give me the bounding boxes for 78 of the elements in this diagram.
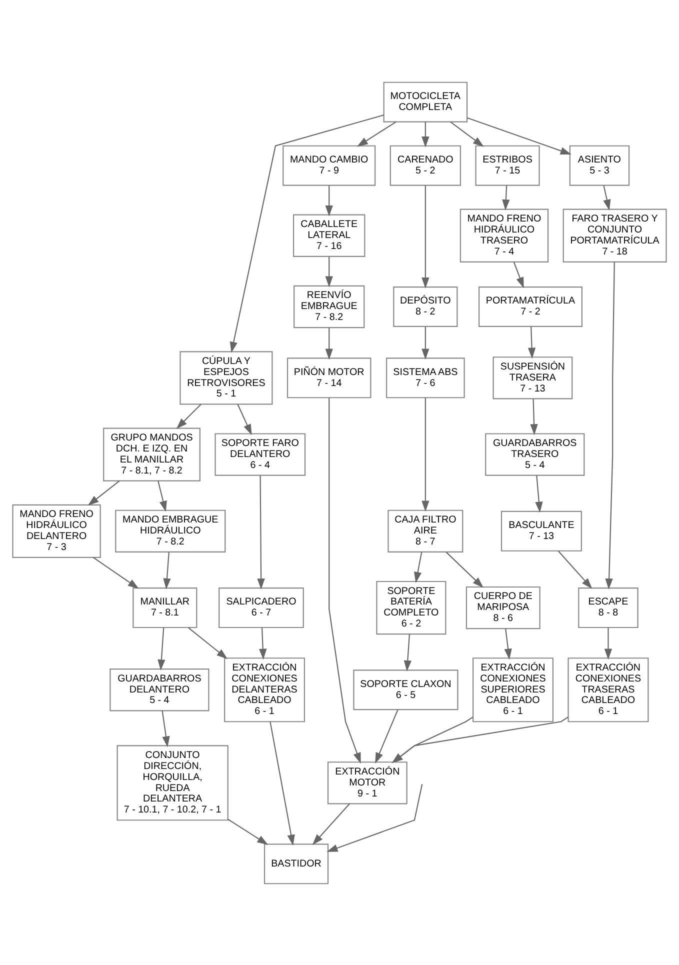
- arrow: [605, 262, 615, 590]
- node-box: REENVÍO EMBRAGUE 7 - 8.2: [294, 284, 365, 328]
- arrow: [158, 627, 166, 670]
- arrow: [325, 185, 333, 216]
- arrow: [92, 556, 139, 588]
- arrow: [237, 403, 252, 435]
- node-box: MANILLAR 7 - 8.1: [132, 587, 198, 628]
- arrow: [446, 551, 484, 588]
- node-box: MANDO FRENO HIDRÁULICO DELANTERO 7 - 3: [12, 504, 101, 558]
- arrow: [530, 398, 538, 435]
- arrow: [414, 552, 422, 582]
- arrow: [604, 627, 612, 660]
- node-box: ESCAPE 8 - 8: [578, 587, 638, 628]
- arrow: [325, 327, 333, 360]
- node-box: PORTAMATRÍCULA 7 - 2: [478, 286, 582, 327]
- node-box: BASTIDOR: [264, 843, 329, 884]
- arrow: [162, 710, 170, 747]
- arrow: [504, 628, 512, 660]
- arrow: [228, 818, 268, 844]
- arrow: [230, 114, 384, 352]
- node-box: SOPORTE CLAXON 6 - 5: [353, 669, 458, 710]
- node-box: GUARDABARROS TRASERO 5 - 4: [485, 432, 585, 476]
- node-box: BASCULANTE 7 - 13: [500, 510, 582, 551]
- node-box: SOPORTE FARO DELANTERO 6 - 4: [214, 432, 306, 476]
- node-box: CUERPO DE MARIPOSA 8 - 6: [466, 586, 540, 629]
- arrow: [326, 784, 423, 852]
- arrow: [188, 626, 228, 659]
- node-box: SOPORTE BATERÍA COMPLETO 6 - 2: [376, 580, 446, 634]
- arrow: [176, 403, 202, 428]
- arrow: [257, 474, 265, 590]
- arrow: [513, 261, 524, 288]
- arrow: [450, 120, 484, 146]
- arrow: [422, 184, 430, 288]
- arrow: [158, 480, 167, 512]
- node-box: FARO TRASERO Y CONJUNTO PORTAMATRÍCULA 7 - 18: [562, 208, 667, 262]
- node-box: MOTOCICLETA COMPLETA: [383, 81, 468, 122]
- arrow: [270, 721, 295, 846]
- node-box: EXTRACCIÓN CONEXIONES TRASERAS CABLEADO 6 - 1: [568, 657, 649, 722]
- arrow: [392, 716, 568, 763]
- arrow: [502, 185, 510, 210]
- node-box: SUSPENSIÓN TRASERA 7 - 13: [492, 356, 573, 399]
- arrow: [558, 550, 592, 588]
- node-box: ESTRIBOS 7 - 15: [475, 144, 540, 186]
- node-box: CAJA FILTRO AIRE 8 - 7: [388, 509, 464, 552]
- arrow: [356, 120, 396, 146]
- node-box: DEPÓSITO 8 - 2: [393, 286, 458, 327]
- node-box: CARENADO 5 - 2: [390, 144, 461, 186]
- arrow: [312, 803, 350, 844]
- node-box: MANDO FRENO HIDRÁULICO TRASERO 7 - 4: [460, 208, 549, 262]
- arrow: [375, 709, 398, 764]
- node-box: CABALLETE LATERAL 7 - 16: [292, 214, 366, 256]
- arrow: [467, 116, 572, 154]
- node-box: PIÑÓN MOTOR 7 - 14: [286, 357, 372, 398]
- arrow: [163, 552, 171, 589]
- node-box: GUARDABARROS DELANTERO 5 - 4: [110, 668, 210, 711]
- node-box: EXTRACCIÓN CONEXIONES SUPERIORES CABLEADO 6 - 1: [472, 657, 554, 722]
- arrow: [422, 326, 430, 360]
- arrow: [88, 480, 120, 506]
- arrow: [325, 256, 333, 287]
- arrow: [528, 326, 536, 358]
- arrow: [392, 716, 474, 763]
- arrow: [422, 121, 430, 148]
- arrow: [535, 475, 543, 512]
- node-box: EXTRACCIÓN CONEXIONES DELANTERAS CABLEADO 6 - 1: [224, 657, 306, 722]
- node-box: SALPICADERO 6 - 7: [218, 587, 304, 628]
- arrow: [422, 397, 430, 512]
- node-box: GRUPO MANDOS DCH. E IZQ. EN EL MANILLAR 7 - 8.1, 7 - 8.2: [103, 427, 200, 481]
- node-box: EXTRACCIÓN MOTOR 9 - 1: [327, 761, 408, 804]
- node-box: ASIENTO 5 - 3: [569, 144, 630, 186]
- node-box: SISTEMA ABS 7 - 6: [386, 357, 465, 398]
- arrow: [328, 397, 361, 764]
- arrow: [259, 627, 267, 660]
- node-box: CONJUNTO DIRECCIÓN, HORQUILLA, RUEDA DELANTERA 7 - 10.1, 7 - 10.2, 7 - 1: [116, 744, 228, 820]
- node-box: MANDO EMBRAGUE HIDRÁULICO 7 - 8.2: [115, 509, 226, 552]
- arrow: [404, 634, 412, 671]
- arrow: [603, 184, 611, 210]
- node-box: MANDO CAMBIO 7 - 9: [282, 144, 376, 186]
- node-box: CÚPULA Y ESPEJOS RETROVISORES 5 - 1: [180, 350, 273, 404]
